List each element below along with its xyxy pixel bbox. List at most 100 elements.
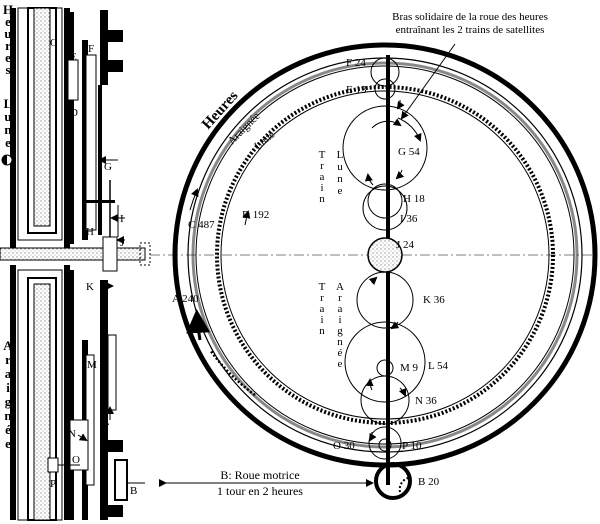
gear-B xyxy=(374,462,412,500)
train-araignee-name-letter-3: i xyxy=(338,314,341,326)
sec-N: N xyxy=(68,428,76,440)
label-H: H 18 xyxy=(403,193,425,205)
train-araignee-train-letter-4: n xyxy=(319,325,325,337)
train-lune-name-letter-0: L xyxy=(337,149,344,161)
lower-shaft xyxy=(64,265,70,520)
j-block xyxy=(102,236,118,272)
label-M: M 9 xyxy=(400,362,419,374)
lune-shaft-2 xyxy=(70,12,74,244)
label-A: A 240 xyxy=(172,293,199,305)
side-lune-letter-2: n xyxy=(4,122,12,137)
side-heures-letter-1: e xyxy=(5,14,11,29)
l-shaft xyxy=(107,334,117,411)
sec-C: C xyxy=(50,37,57,49)
label-lune-ring: Lune xyxy=(252,129,277,153)
gear-L xyxy=(344,321,426,403)
gear-K xyxy=(356,271,414,329)
n-pointer xyxy=(77,433,88,442)
araignee-shaft-outer xyxy=(10,265,16,520)
train-araignee-train-letter-0: T xyxy=(319,281,326,293)
gear-F xyxy=(370,57,400,87)
sec-P: P xyxy=(50,478,56,490)
sec-F: F xyxy=(88,43,94,55)
gear-P xyxy=(378,438,392,452)
sec-I: I xyxy=(120,213,124,225)
train-araignee-train-letter-1: r xyxy=(320,292,324,304)
train-lune-name-letter-1: u xyxy=(337,161,343,173)
label-I: I 36 xyxy=(400,213,418,225)
axle-end xyxy=(139,242,151,266)
frame-tab-2 xyxy=(108,60,123,72)
label-G: G 54 xyxy=(398,146,420,158)
side-heures-letter-4: e xyxy=(5,50,11,65)
side-araignee-letter-3: i xyxy=(6,380,10,395)
araignee-core xyxy=(33,283,51,521)
train-lune-train-letter-0: T xyxy=(319,149,326,161)
p-block xyxy=(47,457,59,473)
label-B: B 20 xyxy=(418,476,440,488)
sec-J: J xyxy=(120,237,125,249)
e-block xyxy=(67,59,79,101)
rot-arrow-e xyxy=(396,99,405,110)
rot-arrow-n xyxy=(398,387,407,397)
label-C: C 487 xyxy=(188,219,215,231)
label-N: N 36 xyxy=(415,395,437,407)
gear-G xyxy=(342,105,428,191)
train-araignee-name-letter-6: é xyxy=(338,347,343,359)
sec-O: O xyxy=(72,454,80,466)
side-lune-letter-0: L xyxy=(4,96,13,111)
rot-arrow-d xyxy=(242,210,251,226)
side-araignee-letter-5: n xyxy=(4,408,12,423)
side-araignee-letter-0: A xyxy=(3,338,13,353)
label-K: K 36 xyxy=(423,294,445,306)
side-araignee-letter-2: a xyxy=(5,366,12,381)
train-araignee-name-letter-7: e xyxy=(338,358,343,370)
side-heures-letter-0: H xyxy=(3,2,13,17)
rot-arrow-o xyxy=(368,431,377,442)
callout-line1: Bras solidaire de la roue des heures xyxy=(392,11,548,23)
b-rotation-arrow xyxy=(398,477,409,493)
frame-bottom-right xyxy=(100,280,108,520)
train-araignee-name-letter-2: a xyxy=(338,303,343,315)
label-F: F 24 xyxy=(346,57,366,69)
sec-M: M xyxy=(87,359,97,371)
f-shaft xyxy=(85,54,97,231)
callout-pointer xyxy=(400,43,456,120)
rot-arrow-i xyxy=(395,169,405,180)
caption-line1: B: Roue motrice xyxy=(220,468,299,482)
side-araignee-letter-4: g xyxy=(5,394,12,409)
rot-arrow-h xyxy=(364,173,374,186)
side-araignee-letter-6: é xyxy=(5,422,11,437)
main-axle xyxy=(0,247,146,261)
label-J: J 24 xyxy=(396,239,415,251)
train-araignee-name-letter-0: A xyxy=(336,281,344,293)
side-section xyxy=(0,7,151,521)
heures-core xyxy=(33,7,51,227)
rot-arrow-g xyxy=(371,118,402,129)
train-araignee-train-letter-2: a xyxy=(320,303,325,315)
rot-arrow-l xyxy=(365,378,374,391)
train-araignee-name-letter-5: n xyxy=(337,336,343,348)
arm-shaft xyxy=(82,40,88,240)
train-araignee-name-letter-1: r xyxy=(338,292,342,304)
frame-tab-bottom xyxy=(108,440,123,452)
heures-shaft-outer xyxy=(10,8,16,248)
label-P: P 10 xyxy=(402,440,422,452)
b-block xyxy=(114,459,128,501)
sec-K: K xyxy=(86,281,94,293)
rot-arrow-k1 xyxy=(368,276,378,285)
sec-L: L xyxy=(103,416,110,428)
rot-arrow-c xyxy=(189,188,199,211)
gear-M xyxy=(376,359,394,377)
rot-arrow-a-dotted xyxy=(208,349,256,397)
frame-tab-top xyxy=(108,30,123,42)
side-araignee-letter-1: r xyxy=(5,352,11,367)
gear-E xyxy=(374,78,396,100)
front-view xyxy=(150,42,600,500)
train-lune-train-letter-3: i xyxy=(320,182,323,194)
side-heures-letter-2: u xyxy=(4,26,11,41)
rot-arrow-g2 xyxy=(397,117,422,142)
